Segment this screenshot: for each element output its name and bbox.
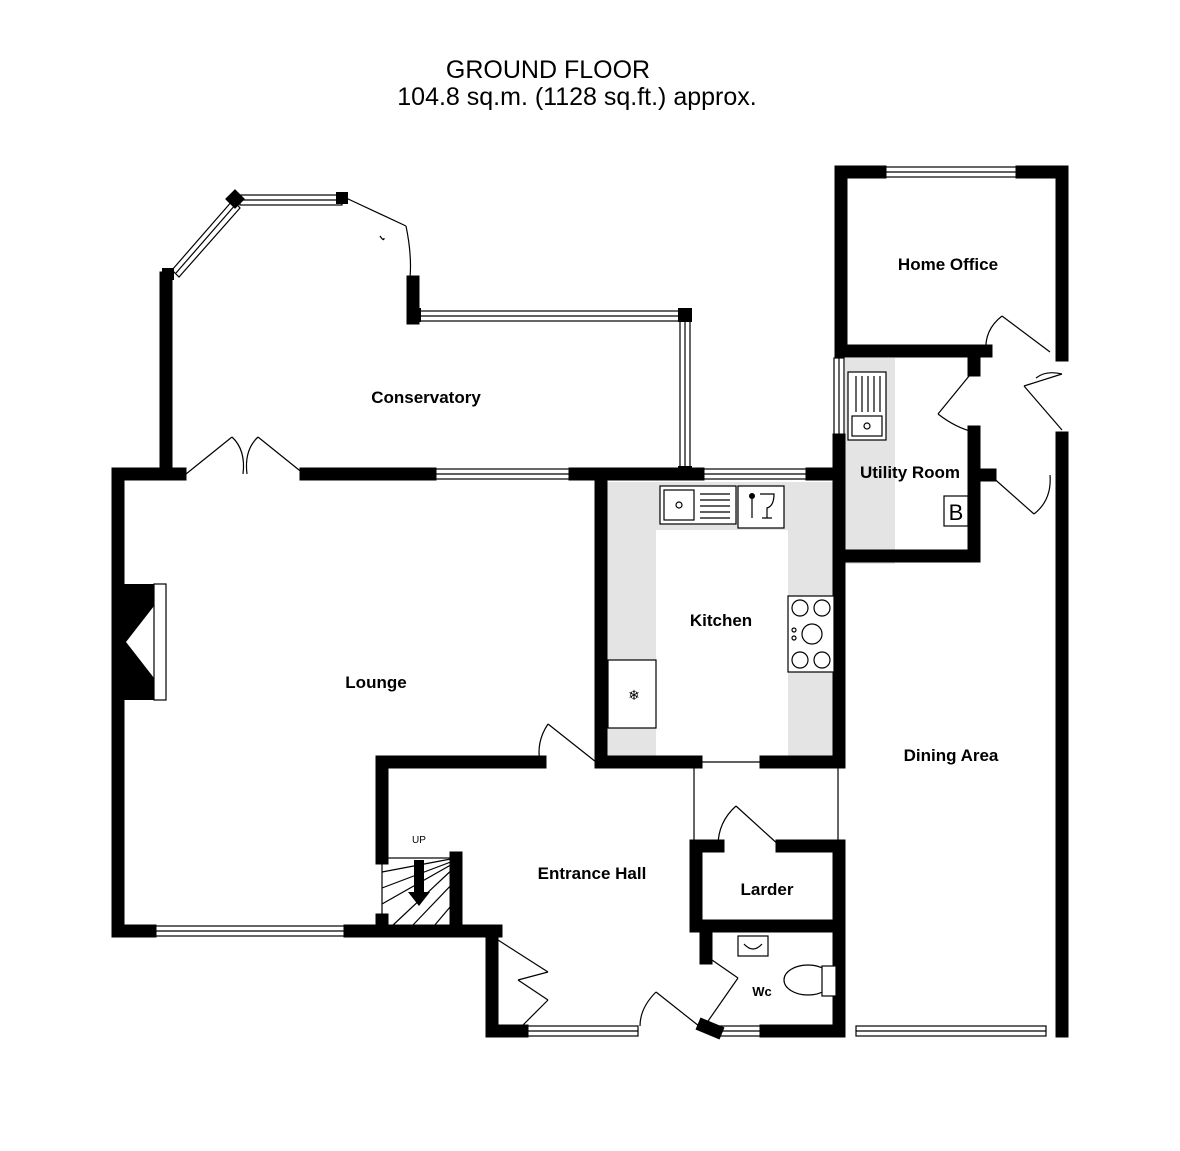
stair-arrow-icon xyxy=(408,892,430,906)
floor-title: GROUND FLOOR xyxy=(446,56,650,84)
room-label-home-office: Home Office xyxy=(898,255,998,274)
room-label-entrance-hall: Entrance Hall xyxy=(538,864,647,883)
doors xyxy=(185,197,1063,1031)
stairs-up-label: UP xyxy=(412,835,426,846)
fireplace xyxy=(114,584,154,700)
floor-area: 104.8 sq.m. (1128 sq.ft.) approx. xyxy=(397,83,756,111)
hearth xyxy=(153,583,167,701)
boiler-icon: B xyxy=(943,495,969,527)
room-label-kitchen: Kitchen xyxy=(690,611,752,630)
svg-text:❄: ❄ xyxy=(628,688,640,704)
fridge-icon: ❄ xyxy=(607,659,657,729)
boiler-label: B xyxy=(949,500,964,525)
dishwasher-icon xyxy=(737,485,785,529)
walls xyxy=(111,165,1069,1040)
staircase: UP xyxy=(381,835,457,927)
room-label-larder: Larder xyxy=(741,880,794,899)
room-label-lounge: Lounge xyxy=(345,673,406,692)
kitchen-sink-icon xyxy=(659,485,737,525)
room-label-conservatory: Conservatory xyxy=(371,388,481,407)
wc-basin-icon xyxy=(737,935,769,957)
utility-sink-icon xyxy=(847,371,887,441)
hob-icon xyxy=(787,595,835,673)
window-posts xyxy=(162,189,692,480)
room-label-wc: Wc xyxy=(752,984,772,999)
toilet-icon xyxy=(783,964,837,997)
room-label-utility-room: Utility Room xyxy=(860,463,960,482)
room-label-dining-area: Dining Area xyxy=(904,746,999,765)
